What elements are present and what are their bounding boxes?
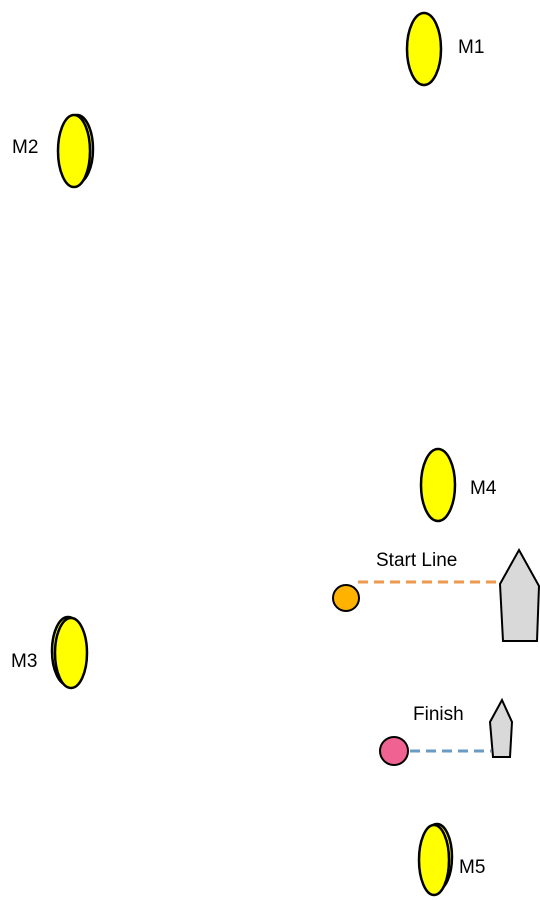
mark-m4: M4 — [419, 447, 497, 523]
mark-m3: M3 — [11, 615, 89, 690]
mark-m2: M2 — [12, 113, 95, 189]
mark-m5-buoy — [417, 823, 451, 897]
finish-line-label: Finish — [413, 704, 464, 725]
finish-line: Finish — [379, 697, 514, 766]
mark-m4-buoy — [419, 447, 457, 523]
start-pin-buoy — [332, 584, 360, 612]
finish-pin-buoy — [379, 736, 409, 766]
mark-m5-label: M5 — [459, 857, 485, 878]
mark-m1-label: M1 — [458, 37, 484, 58]
mark-m3-label: M3 — [11, 651, 37, 672]
start-line-label: Start Line — [376, 550, 457, 571]
start-committee-boat-icon — [498, 547, 540, 642]
mark-m1-buoy — [405, 11, 443, 87]
mark-m4-label: M4 — [470, 478, 497, 499]
finish-committee-boat-icon — [488, 697, 514, 758]
mark-m2-label: M2 — [12, 137, 38, 158]
mark-m5: M5 — [417, 822, 485, 897]
mark-m1: M1 — [405, 11, 484, 87]
start-line: Start Line — [332, 547, 540, 642]
mark-m3-buoy — [53, 616, 89, 690]
mark-m2-buoy — [56, 113, 92, 189]
